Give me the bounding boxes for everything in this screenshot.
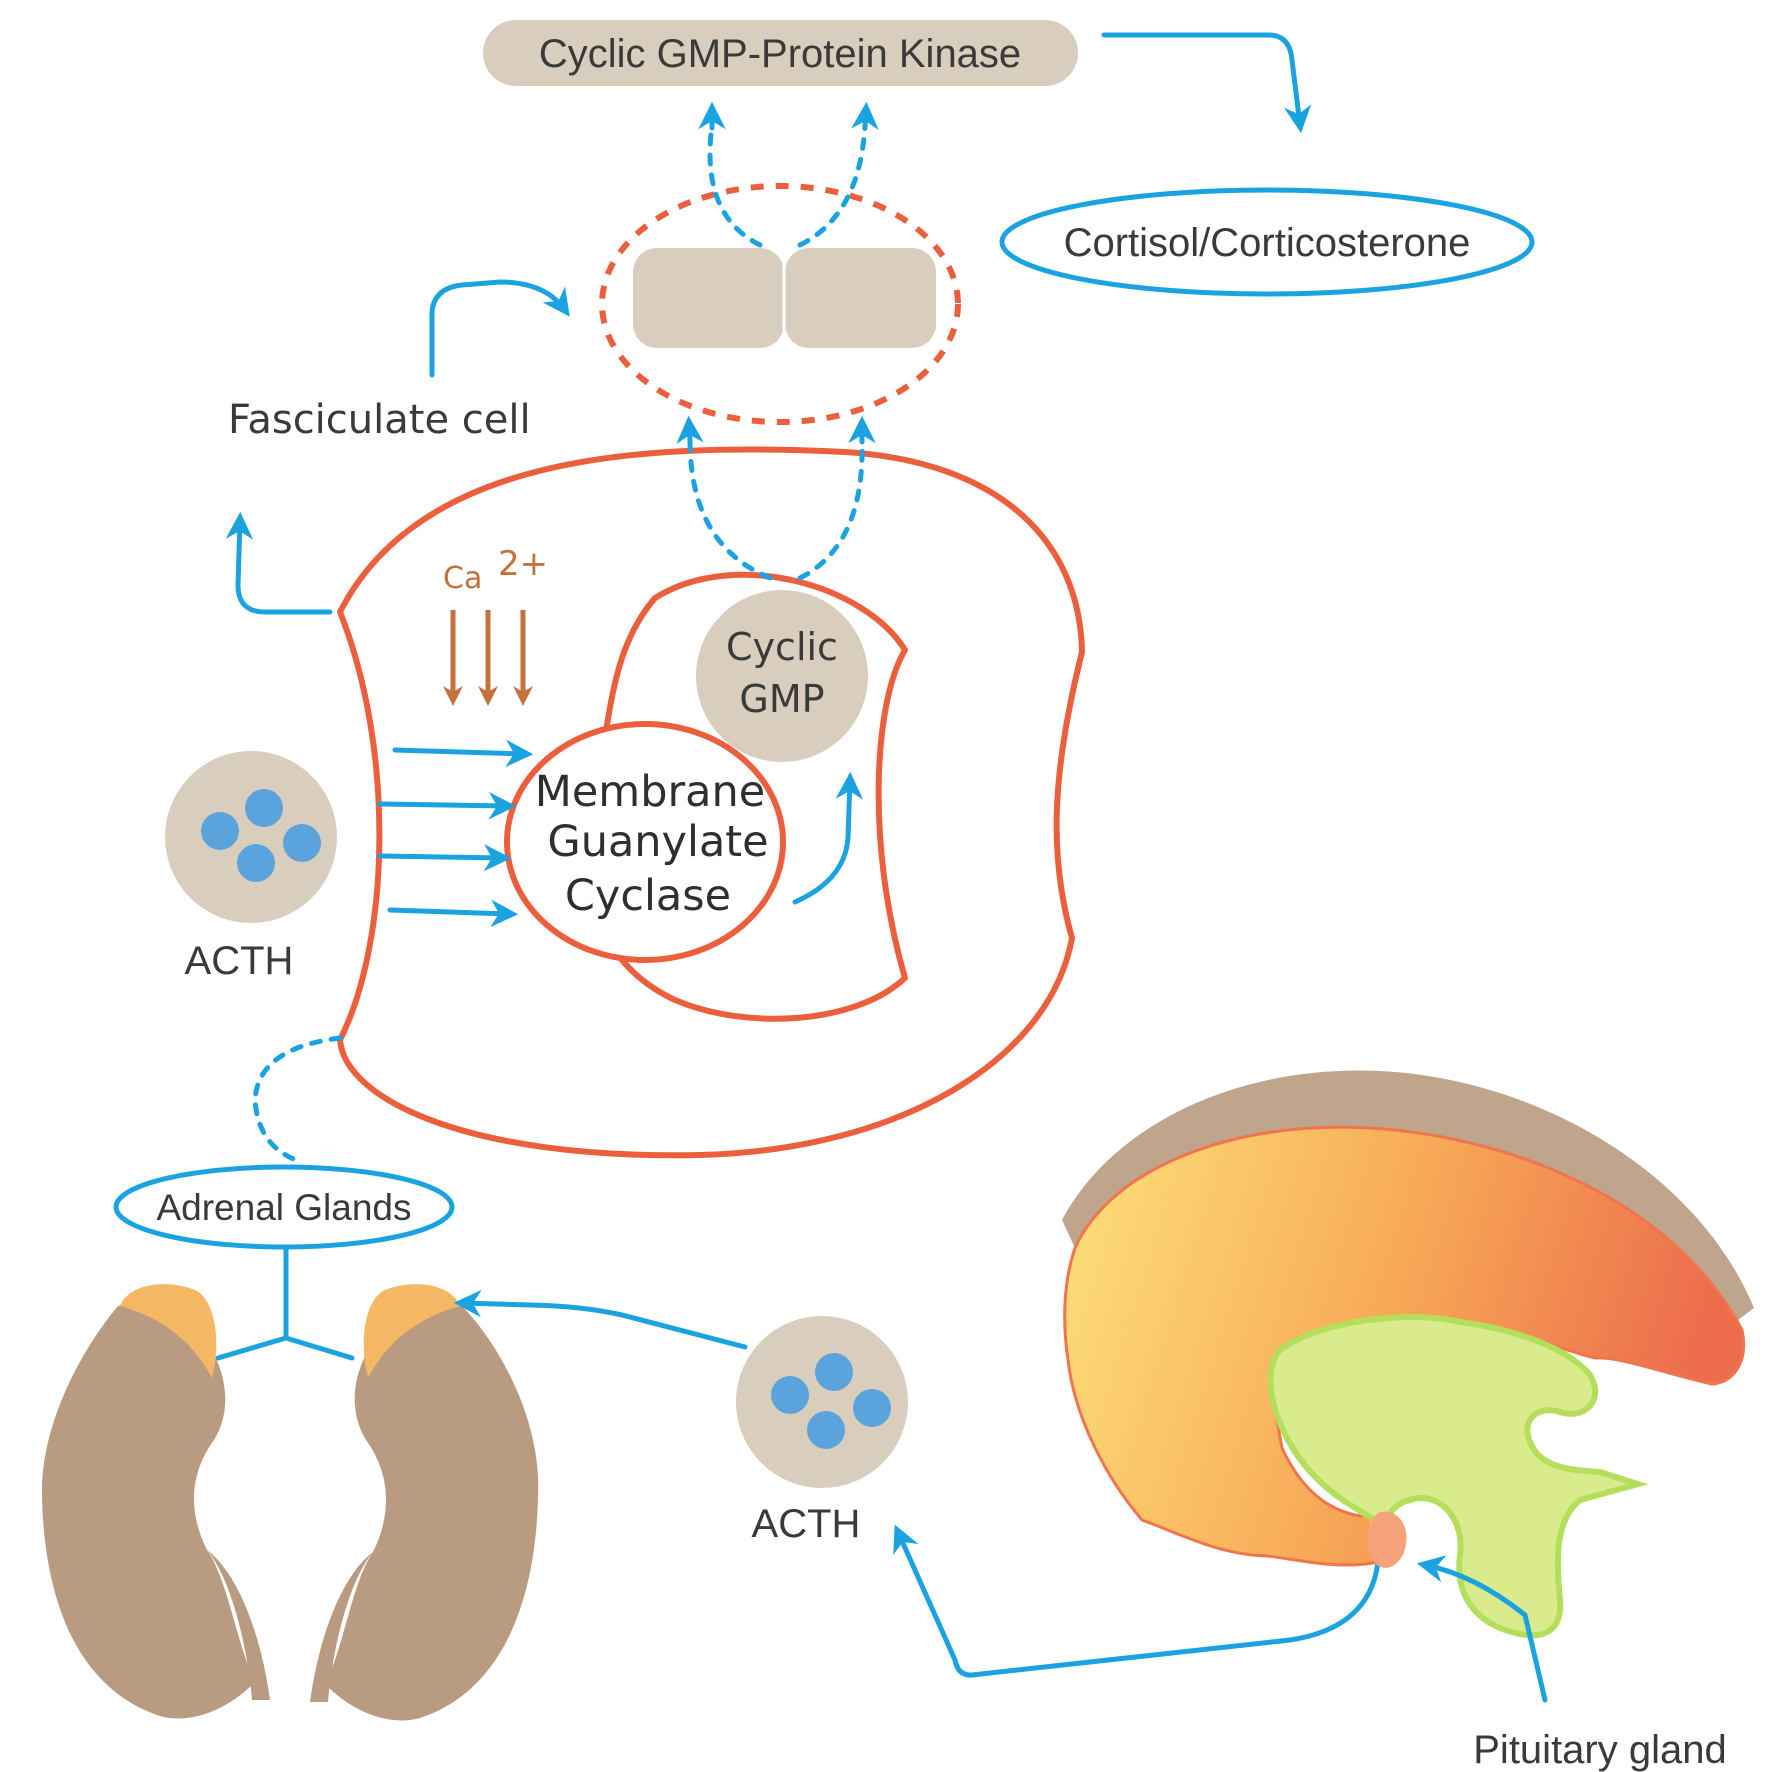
protein-subunit-left bbox=[633, 248, 784, 348]
calcium-label: Ca bbox=[443, 561, 482, 596]
calcium-charge-label: 2+ bbox=[498, 544, 548, 584]
calcium-influx-arrows bbox=[443, 610, 533, 706]
mgc-label-line1: Membrane bbox=[535, 767, 765, 817]
dimer-to-kinase-right-arrow bbox=[797, 122, 868, 248]
adrenal-pointer-lines bbox=[215, 1245, 355, 1361]
adrenal-label: Adrenal Glands bbox=[156, 1187, 411, 1228]
brain-inner-region bbox=[1267, 1314, 1649, 1639]
kidney-right-icon bbox=[310, 1284, 539, 1721]
pituitary-label-arrow bbox=[1416, 1555, 1548, 1703]
acth-to-cyclase-arrows bbox=[377, 739, 534, 928]
brain-icon bbox=[1062, 1070, 1754, 1639]
kinase-label: Cyclic GMP-Protein Kinase bbox=[539, 32, 1021, 76]
fasciculate-to-dimer-arrow bbox=[429, 279, 570, 378]
acth-molecule-blood-icon bbox=[732, 1312, 912, 1492]
fasciculate-label: Fasciculate cell bbox=[228, 397, 531, 443]
guanylate-cyclase-node: Membrane Guanylate Cyclase bbox=[504, 721, 786, 963]
kinase-to-cortisol-arrow bbox=[1101, 32, 1312, 134]
acth-cell-label: ACTH bbox=[185, 939, 294, 983]
adrenal-glands-node: Adrenal Glands bbox=[113, 1164, 455, 1250]
cortisol-label: Cortisol/Corticosterone bbox=[1064, 221, 1471, 265]
dimer-dashed-boundary bbox=[599, 183, 961, 425]
mgc-label-line3: Cyclase bbox=[565, 871, 731, 921]
cell-to-fasciculate-arrow bbox=[225, 511, 333, 615]
cgmp-to-dimer-right-arrow bbox=[797, 437, 865, 581]
cortisol-node: Cortisol/Corticosterone bbox=[999, 187, 1535, 297]
kidney-left-icon bbox=[41, 1284, 270, 1719]
pituitary-label: Pituitary gland bbox=[1473, 1728, 1726, 1772]
cgmp-label-line2: GMP bbox=[739, 677, 824, 721]
dimer-to-kinase-left-arrow bbox=[707, 122, 763, 248]
acth-molecule-icon bbox=[161, 747, 341, 927]
protein-subunit-right bbox=[785, 248, 936, 348]
cyclic-gmp-node: Cyclic GMP bbox=[692, 586, 872, 766]
kinase-node: Cyclic GMP-Protein Kinase bbox=[483, 20, 1078, 86]
cgmp-to-dimer-left-arrow bbox=[687, 437, 773, 581]
acth-blood-label: ACTH bbox=[752, 1502, 861, 1546]
cyclase-to-cgmp-arrow bbox=[792, 771, 864, 905]
mgc-label-line2: Guanylate bbox=[547, 817, 768, 867]
pituitary-icon bbox=[1366, 1511, 1407, 1568]
acth-to-adrenal-arrow bbox=[453, 1289, 748, 1350]
pituitary-to-acth-arrow bbox=[893, 1524, 1381, 1678]
protein-dimer bbox=[599, 183, 961, 425]
cell-to-adrenal-connector bbox=[252, 1035, 343, 1163]
cgmp-label-line1: Cyclic bbox=[726, 625, 838, 669]
